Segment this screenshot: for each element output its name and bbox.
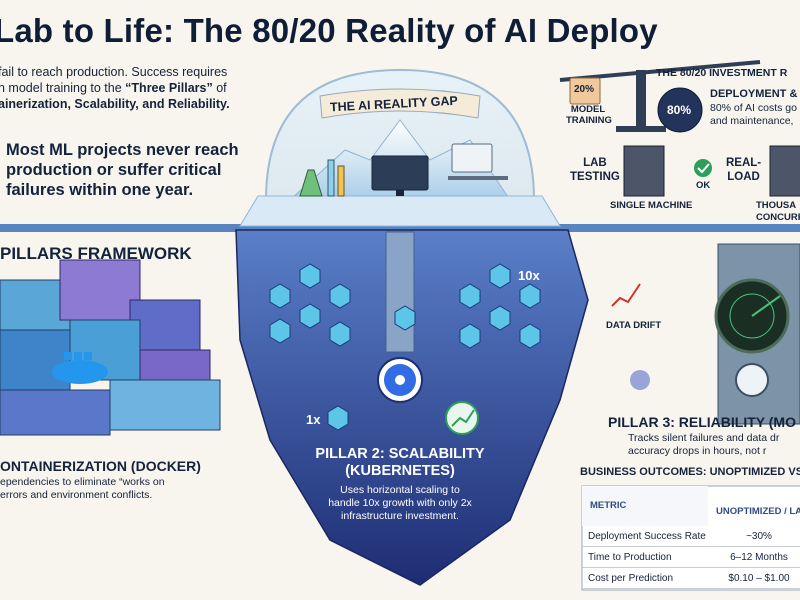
check-icon bbox=[694, 159, 712, 177]
pillar1-desc-2: errors and environment conflicts. bbox=[0, 489, 153, 501]
col-unoptimized: UNOPTIMIZED / LAB bbox=[716, 506, 800, 517]
growth-chart-icon bbox=[445, 401, 479, 435]
value-cell: $0.10 – $1.00 bbox=[718, 567, 800, 589]
table-row: Deployment Success Rate ~30% bbox=[582, 526, 800, 547]
deployment-desc-2: and maintenance, bbox=[710, 115, 794, 127]
outcomes-table-head bbox=[582, 486, 708, 526]
intro-text: fail to reach production. Success requir… bbox=[0, 64, 268, 112]
test-tube-icon bbox=[327, 159, 335, 197]
metric-cell: Cost per Prediction bbox=[582, 567, 718, 589]
pillar2-desc-3: infrastructure investment. bbox=[341, 510, 459, 522]
pillar2-desc-2: handle 10x growth with only 2x bbox=[328, 497, 472, 509]
pillar1-desc-1: ependencies to eliminate “works on bbox=[0, 476, 165, 488]
pillar2-block: PILLAR 2: SCALABILITY (KUBERNETES) Uses … bbox=[300, 446, 500, 523]
pillar3-title: PILLAR 3: RELIABILITY (MO bbox=[608, 414, 796, 430]
flask-icon bbox=[299, 169, 323, 197]
deployment-desc: 80% of AI costs go and maintenance, bbox=[710, 102, 797, 128]
pillar3-desc-2: accuracy drops in hours, not r bbox=[628, 445, 767, 457]
claim-text: Most ML projects never reach production … bbox=[6, 140, 246, 200]
lab-label-1: LAB bbox=[583, 157, 607, 169]
training-label-1: MODEL bbox=[570, 104, 606, 115]
pillar3-desc-1: Tracks silent failures and data dr bbox=[628, 432, 780, 444]
value-cell: ~30% bbox=[718, 526, 800, 547]
node-cluster-large bbox=[394, 263, 541, 349]
thousands-2: CONCURREN bbox=[756, 212, 800, 223]
server-cluster-icon bbox=[769, 145, 800, 197]
desk bbox=[448, 176, 508, 180]
intro-line-2: n model training to the “Three Pillars” … bbox=[0, 80, 268, 96]
waterline bbox=[0, 224, 800, 232]
outcomes-heading: BUSINESS OUTCOMES: UNOPTIMIZED VS. bbox=[580, 466, 800, 478]
training-pct: 20% bbox=[574, 84, 595, 95]
iceberg-surface bbox=[239, 195, 561, 227]
metric-cell: Time to Production bbox=[582, 546, 718, 568]
balance-scale-illustration bbox=[559, 60, 761, 133]
dome-banner bbox=[319, 88, 481, 119]
real-load-label: REAL- LOAD bbox=[726, 156, 761, 184]
intro-line-2-end: of bbox=[212, 81, 227, 95]
test-tube-icon bbox=[337, 165, 345, 197]
scale-10x-label: 10x bbox=[518, 268, 540, 283]
table-row: Time to Production 6–12 Months bbox=[582, 546, 800, 568]
framework-heading: PILLARS FRAMEWORK bbox=[0, 244, 192, 263]
deployment-desc-1: 80% of AI costs go bbox=[710, 102, 797, 114]
intro-three-pillars: “Three Pillars” bbox=[125, 81, 213, 95]
container-stack-illustration bbox=[0, 259, 221, 436]
pillar2-title-1: PILLAR 2: SCALABILITY bbox=[315, 446, 485, 462]
data-stream-icon bbox=[630, 370, 650, 390]
lab-label-2: TESTING bbox=[570, 171, 620, 183]
investment-heading: THE 80/20 INVESTMENT R bbox=[656, 67, 788, 79]
real-load-2: LOAD bbox=[727, 171, 760, 183]
single-machine-label: SINGLE MACHINE bbox=[610, 200, 693, 211]
metric-cell: Deployment Success Rate bbox=[582, 526, 718, 547]
lab-testing-label: LAB TESTING bbox=[570, 156, 620, 184]
page-title: Lab to Life: The 80/20 Reality of AI Dep… bbox=[0, 12, 658, 49]
data-drift-label: DATA DRIFT bbox=[606, 320, 662, 331]
value-cell: 6–12 Months bbox=[718, 546, 800, 568]
pillar1-desc: ependencies to eliminate “works on error… bbox=[0, 476, 165, 502]
data-drift-icon bbox=[611, 283, 641, 307]
training-label: MODEL TRAINING bbox=[566, 104, 612, 126]
magnifier-icon bbox=[735, 363, 769, 397]
scale-1x-label: 1x bbox=[306, 412, 321, 427]
col-metric: METRIC bbox=[590, 500, 627, 511]
thousands-1: THOUSA bbox=[756, 200, 797, 211]
screen-icon bbox=[451, 143, 493, 173]
pillar3-desc: Tracks silent failures and data dr accur… bbox=[628, 432, 779, 458]
pillar2-desc-1: Uses horizontal scaling to bbox=[340, 484, 460, 496]
monitor-icon bbox=[371, 155, 429, 191]
claim-line-2: production or suffer critical bbox=[6, 161, 222, 179]
pillar1-title: ONTAINERIZATION (DOCKER) bbox=[0, 458, 201, 474]
monitor-stand bbox=[396, 190, 404, 196]
intro-line-3: ainerization, Scalability, and Reliabili… bbox=[0, 97, 230, 111]
deployment-title: DEPLOYMENT & I bbox=[710, 88, 800, 100]
pillar2-title-2: (KUBERNETES) bbox=[345, 463, 455, 479]
single-node bbox=[327, 405, 349, 431]
thousands-label: THOUSA CONCURREN bbox=[756, 200, 800, 224]
training-label-2: TRAINING bbox=[566, 115, 612, 126]
server-icon bbox=[623, 145, 665, 197]
node-cluster-small bbox=[269, 263, 351, 347]
deployment-pct: 80% bbox=[667, 103, 692, 117]
real-load-1: REAL- bbox=[726, 157, 762, 169]
outcomes-table: Deployment Success Rate ~30% Time to Pro… bbox=[582, 526, 800, 589]
claim-line-3: failures within one year. bbox=[6, 181, 194, 199]
ok-label: OK bbox=[696, 180, 711, 191]
table-row: Cost per Prediction $0.10 – $1.00 bbox=[582, 567, 800, 589]
intro-line-1: fail to reach production. Success requir… bbox=[0, 65, 228, 79]
docker-whale-icon bbox=[52, 352, 108, 384]
intro-line-2-text: n model training to the bbox=[0, 81, 126, 95]
support-column bbox=[385, 231, 415, 353]
claim-line-1: Most ML projects never reach bbox=[6, 141, 239, 159]
